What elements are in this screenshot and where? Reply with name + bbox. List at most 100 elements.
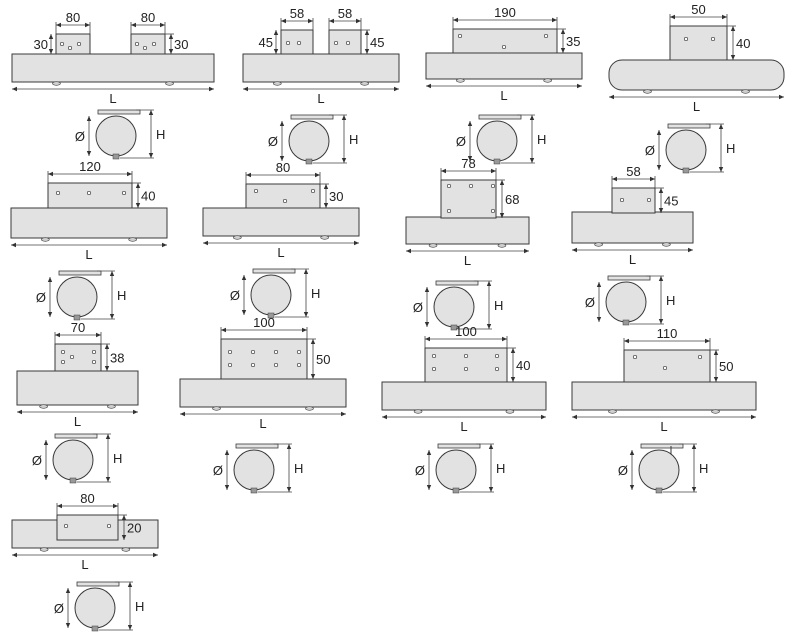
item-r2c1-plate-0-width-dim-arrow-left: [48, 171, 53, 177]
item-r1c1-caster-mount-plate: [97, 109, 141, 115]
item-r4c1-plate-0-height-dim-arrow-bottom: [121, 535, 127, 540]
item-r2c4-foot-0: [594, 242, 603, 247]
item-r2c3-plate-0-hole-0: [446, 183, 452, 189]
item-r3c4-plate-0-hole-1: [662, 365, 668, 371]
item-r4c1-caster-height-label: H: [135, 599, 144, 614]
item-r1c2-plate-0-height-dim-arrow-top: [273, 30, 279, 35]
item-r1c2-plate-1-height-label: 45: [370, 35, 384, 50]
item-r1c2-plate-0-height-label: 45: [259, 35, 273, 50]
item-r2c3-caster-height-dim-arrow-top: [486, 281, 492, 286]
item-r3c4-length-dim-arrow-right: [751, 414, 756, 420]
item-r1c1-plate-0-hole-2: [76, 41, 82, 47]
item-r3c4-plate-0: [623, 349, 711, 383]
item-r1c3-caster-height-dim-arrow-top: [529, 115, 535, 120]
item-r2c2-caster-height-label: H: [311, 286, 320, 301]
item-r3c4-caster-height-dim-arrow-bottom: [691, 487, 697, 492]
item-r4c1-plate-0-height-label: 20: [127, 521, 141, 536]
item-r3c1-length-dim-arrow-left: [17, 409, 22, 415]
item-r3c3-caster-hub: [452, 487, 460, 494]
item-r3c1-caster-height-dim-arrow-bottom: [105, 477, 111, 482]
item-r2c3-caster-diameter-label: Ø: [413, 300, 423, 315]
item-r3c1-plate-0-height-label: 38: [110, 351, 124, 366]
item-r1c2-plate-1-width-label: 58: [338, 6, 352, 21]
item-r3c4-caster-hub: [655, 487, 663, 494]
item-r1c2-plate-1: [328, 29, 362, 55]
item-r1c4-plate-0: [669, 25, 728, 61]
item-r3c4-caster-mount-plate: [640, 443, 684, 449]
item-r2c1-caster-diameter-dim-arrow-top: [47, 277, 53, 282]
item-r1c2-caster-diameter-label: Ø: [268, 134, 278, 149]
item-r1c1-plate-1-hole-0: [134, 41, 140, 47]
item-r3c1-caster-diameter-dim-arrow-top: [43, 440, 49, 445]
item-r2c4-caster-height-label: H: [666, 293, 675, 308]
item-r2c4-plate-0-height-label: 45: [664, 194, 678, 209]
item-r3c3-plate-0-hole-1: [463, 353, 469, 359]
item-r1c2-foot-0: [273, 81, 282, 86]
item-r3c2-caster-height-dim-arrow-bottom: [286, 487, 292, 492]
item-r2c2-caster-height-dim-arrow-bottom: [303, 312, 309, 317]
item-r1c2-plate-0: [280, 29, 314, 55]
item-r3c2-caster-diameter-dim-arrow-top: [224, 450, 230, 455]
item-r2c2-plate-0-hole-1: [282, 198, 288, 204]
item-r3c2-plate-0-hole-0: [227, 349, 233, 355]
item-r1c3-foot-1: [543, 78, 552, 83]
item-r3c1-caster-diameter-dim-arrow-bottom: [43, 475, 49, 480]
item-r3c2-plate-0-hole-7: [296, 362, 302, 368]
item-r1c4-caster-height-dim-arrow-bottom: [718, 167, 724, 172]
item-r2c2-plate-0-width-dim-arrow-left: [246, 172, 251, 178]
item-r1c3-plate-0-width-dim-arrow-right: [552, 17, 557, 23]
item-r2c2-plate-0-height-label: 30: [329, 189, 343, 204]
item-r3c4-plate-0-width-dim-arrow-left: [624, 338, 629, 344]
item-r3c3-plate-0-height-dim-arrow-top: [510, 348, 516, 353]
item-r2c1-caster-mount-plate: [58, 270, 102, 276]
item-r2c3-plate-0-height-label: 68: [505, 192, 519, 207]
item-r2c2-caster-diameter-label: Ø: [230, 288, 240, 303]
item-r2c1-caster-height-dim-arrow-top: [109, 271, 115, 276]
item-r1c2-foot-1: [360, 81, 369, 86]
item-r3c1-foot-0: [39, 404, 48, 409]
item-r1c4-plate-0-hole-1: [710, 36, 716, 42]
item-r3c3-plate-0-width-dim-arrow-left: [425, 336, 430, 342]
item-r2c2-plate-0: [245, 183, 321, 209]
item-r1c4-caster-diameter-dim-arrow-top: [656, 130, 662, 135]
item-r1c1-caster-diameter-label: Ø: [75, 129, 85, 144]
item-r4c1-foot-0: [39, 547, 49, 552]
item-r1c1-caster-wheel: [95, 115, 137, 157]
item-r2c1-plate-0-width-dim-arrow-right: [127, 171, 132, 177]
item-r3c2-plate-0-hole-6: [273, 362, 279, 368]
item-r2c3-caster-hub: [450, 324, 458, 331]
item-r3c3-length-label: L: [460, 419, 467, 434]
item-r4c1-caster-diameter-dim-arrow-bottom: [65, 623, 71, 628]
item-r2c3-length-dim-arrow-left: [406, 248, 411, 254]
item-r3c2-plate-0-hole-3: [296, 349, 302, 355]
item-r3c3-caster-mount-plate: [437, 443, 481, 449]
item-r2c3-plate-0-height-dim-arrow-bottom: [499, 213, 505, 218]
item-r1c3-plate-0-width-label: 190: [494, 5, 516, 20]
item-r2c1-foot-0: [41, 237, 50, 242]
item-r1c1-plate-0-height-label: 30: [34, 37, 48, 52]
item-r1c2-length-dim-arrow-right: [394, 86, 399, 92]
item-r1c3-plate-0: [452, 28, 558, 54]
item-r1c3-plate-0-width-dim-arrow-left: [453, 17, 458, 23]
item-r3c3-foot-0: [413, 409, 423, 414]
item-r2c1-plate-0-width-label: 120: [79, 159, 101, 174]
item-r2c2-foot-0: [233, 235, 242, 240]
item-r3c1-plate-0-hole-2: [91, 349, 97, 355]
item-r3c4-caster-diameter-dim-arrow-bottom: [629, 485, 635, 490]
item-r1c2-length-dim-arrow-left: [243, 86, 248, 92]
item-r2c4-caster-height-dim-arrow-bottom: [658, 319, 664, 324]
item-r3c3-caster-height-label: H: [496, 461, 505, 476]
item-r2c4-plate-0-hole-0: [619, 197, 625, 203]
item-r2c4-plate-0-width-dim-arrow-left: [612, 176, 617, 182]
item-r3c1-base-beam: [16, 370, 139, 406]
item-r3c4-plate-0-width-label: 110: [657, 326, 678, 341]
item-r2c2-plate-0-height-dim-arrow-top: [323, 184, 329, 189]
item-r2c1-caster-diameter-dim-arrow-bottom: [47, 312, 53, 317]
item-r2c2-caster-hub: [267, 312, 275, 319]
item-r3c2-plate-0-width-label: 100: [253, 315, 275, 330]
item-r1c4-plate-0-hole-0: [683, 36, 689, 42]
item-r2c2-length-dim-arrow-right: [354, 240, 359, 246]
item-r1c1-plate-0-height-dim-arrow-top: [48, 34, 54, 39]
item-r3c3-plate-0-hole-4: [463, 366, 469, 372]
item-r1c2-plate-0-width-label: 58: [290, 6, 304, 21]
